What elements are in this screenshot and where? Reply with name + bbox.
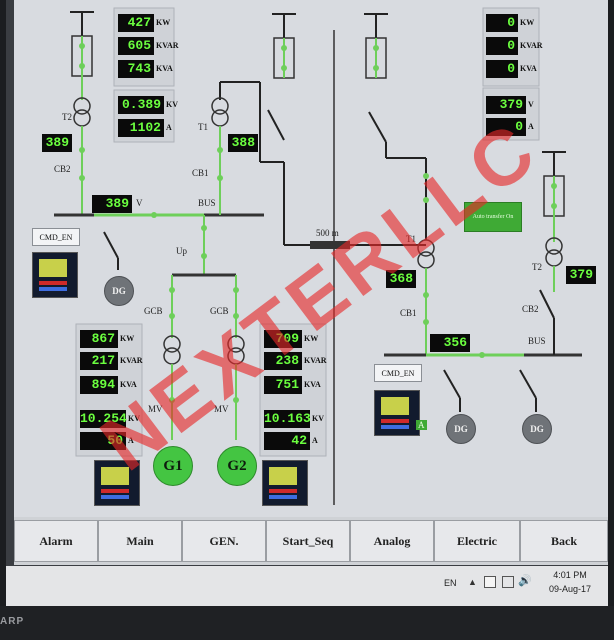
nav-alarm-button[interactable]: Alarm <box>14 520 98 562</box>
chevron-up-icon[interactable]: ▲ <box>468 577 477 587</box>
language-indicator[interactable]: EN <box>444 578 457 588</box>
left-current-unit: A <box>166 123 172 132</box>
right-voltage-unit: V <box>528 100 534 109</box>
g1-kva-unit: KVA <box>120 380 137 389</box>
g2-kva-display: 751 <box>264 376 302 394</box>
network-icon[interactable] <box>502 576 514 588</box>
clock-time[interactable]: 4:01 PM <box>553 570 587 580</box>
right-voltage-display: 379 <box>486 96 526 114</box>
power-meter-left[interactable] <box>32 252 78 298</box>
g1-kva-display: 894 <box>80 376 118 394</box>
left-kw-display: 427 <box>118 14 154 32</box>
g2-mv-label: MV <box>214 404 229 414</box>
right-kvar-unit: KVAR <box>520 41 543 50</box>
cmd-en-button-right[interactable]: CMD_EN <box>374 364 422 382</box>
right-cb2-label: CB2 <box>522 304 539 314</box>
power-meter-g2[interactable] <box>262 460 308 506</box>
g1-kvar-unit: KVAR <box>120 356 143 365</box>
bezel-brand-logo: ARP <box>0 616 25 627</box>
right-kvar-display: 0 <box>486 37 518 55</box>
scada-diagram: 427 KW 605 KVAR 743 KVA 0.389 KV 1102 A … <box>14 0 608 518</box>
g1-kw-unit: KW <box>120 334 135 343</box>
generator-g2[interactable]: G2 <box>217 446 257 486</box>
left-bus-reading: 389 <box>92 195 132 213</box>
power-meter-right-tag: A <box>416 420 427 430</box>
monitor-bezel: ARP <box>0 606 614 640</box>
right-t1-label: T1 <box>406 234 416 244</box>
g1-kw-display: 867 <box>80 330 118 348</box>
nav-analog-button[interactable]: Analog <box>350 520 434 562</box>
g2-kw-display: 709 <box>264 330 302 348</box>
g2-gcb-label: GCB <box>210 306 229 316</box>
right-t2-label: T2 <box>532 262 542 272</box>
nav-start-seq-button[interactable]: Start_Seq <box>266 520 350 562</box>
left-kvar-unit: KVAR <box>156 41 179 50</box>
power-meter-right[interactable] <box>374 390 420 436</box>
left-voltage-display: 0.389 <box>118 96 164 114</box>
right-t2-reading: 379 <box>566 266 596 284</box>
left-t2-label: T2 <box>62 112 72 122</box>
right-bus-label: BUS <box>528 336 546 346</box>
action-center-icon[interactable] <box>484 576 496 588</box>
left-kva-unit: KVA <box>156 64 173 73</box>
g2-current-unit: A <box>312 436 318 445</box>
g2-kvar-unit: KVAR <box>304 356 327 365</box>
g1-kvar-display: 217 <box>80 352 118 370</box>
right-current-display: 0 <box>486 118 526 136</box>
left-kvar-display: 605 <box>118 37 154 55</box>
center-t1-label: T1 <box>198 122 208 132</box>
volume-icon[interactable]: 🔊 <box>518 575 532 587</box>
nav-electric-button[interactable]: Electric <box>434 520 520 562</box>
right-kva-display: 0 <box>486 60 518 78</box>
dg-left[interactable]: DG <box>104 276 134 306</box>
left-current-display: 1102 <box>118 119 164 137</box>
right-kva-unit: KVA <box>520 64 537 73</box>
generator-g1[interactable]: G1 <box>153 446 193 486</box>
right-cb1-label: CB1 <box>400 308 417 318</box>
cmd-en-button-left[interactable]: CMD_EN <box>32 228 80 246</box>
left-voltage-unit: KV <box>166 100 178 109</box>
nav-back-button[interactable]: Back <box>520 520 608 562</box>
g1-mv-label: MV <box>148 404 163 414</box>
dg-right-2[interactable]: DG <box>522 414 552 444</box>
cable-length-label: 500 m <box>316 228 339 238</box>
dg-right-1[interactable]: DG <box>446 414 476 444</box>
power-meter-g1[interactable] <box>94 460 140 506</box>
center-cb1-label: CB1 <box>192 168 209 178</box>
g2-kw-unit: KW <box>304 334 319 343</box>
g2-kva-unit: KVA <box>304 380 321 389</box>
right-t1-reading: 368 <box>386 270 416 288</box>
right-bus-reading: 356 <box>430 334 470 352</box>
g2-kvar-display: 238 <box>264 352 302 370</box>
center-bus-label: BUS <box>198 198 216 208</box>
nav-main-button[interactable]: Main <box>98 520 182 562</box>
navigation-bar: Alarm Main GEN. Start_Seq Analog Electri… <box>14 517 608 565</box>
auto-transfer-indicator[interactable]: Auto transfer On <box>464 202 522 232</box>
left-t2-reading: 389 <box>42 134 72 152</box>
g2-current-display: 42 <box>264 432 310 450</box>
right-current-unit: A <box>528 122 534 131</box>
center-t1-reading: 388 <box>228 134 258 152</box>
left-kva-display: 743 <box>118 60 154 78</box>
center-up-label: Up <box>176 246 187 256</box>
g2-voltage-unit: KV <box>312 414 324 423</box>
left-bus-unit: V <box>136 198 143 208</box>
g2-voltage-display: 10.163 <box>264 410 311 428</box>
left-kw-unit: KW <box>156 18 171 27</box>
right-kw-unit: KW <box>520 18 535 27</box>
g1-voltage-display: 10.254 <box>80 410 127 428</box>
clock-date[interactable]: 09-Aug-17 <box>548 584 592 594</box>
nav-gen-button[interactable]: GEN. <box>182 520 266 562</box>
windows-taskbar: EN ▲ 🔊 4:01 PM 09-Aug-17 <box>6 566 608 606</box>
g1-current-display: 50 <box>80 432 126 450</box>
g1-current-unit: A <box>128 436 134 445</box>
g1-voltage-unit: KV <box>128 414 140 423</box>
left-cb2-label: CB2 <box>54 164 71 174</box>
right-kw-display: 0 <box>486 14 518 32</box>
g1-gcb-label: GCB <box>144 306 163 316</box>
